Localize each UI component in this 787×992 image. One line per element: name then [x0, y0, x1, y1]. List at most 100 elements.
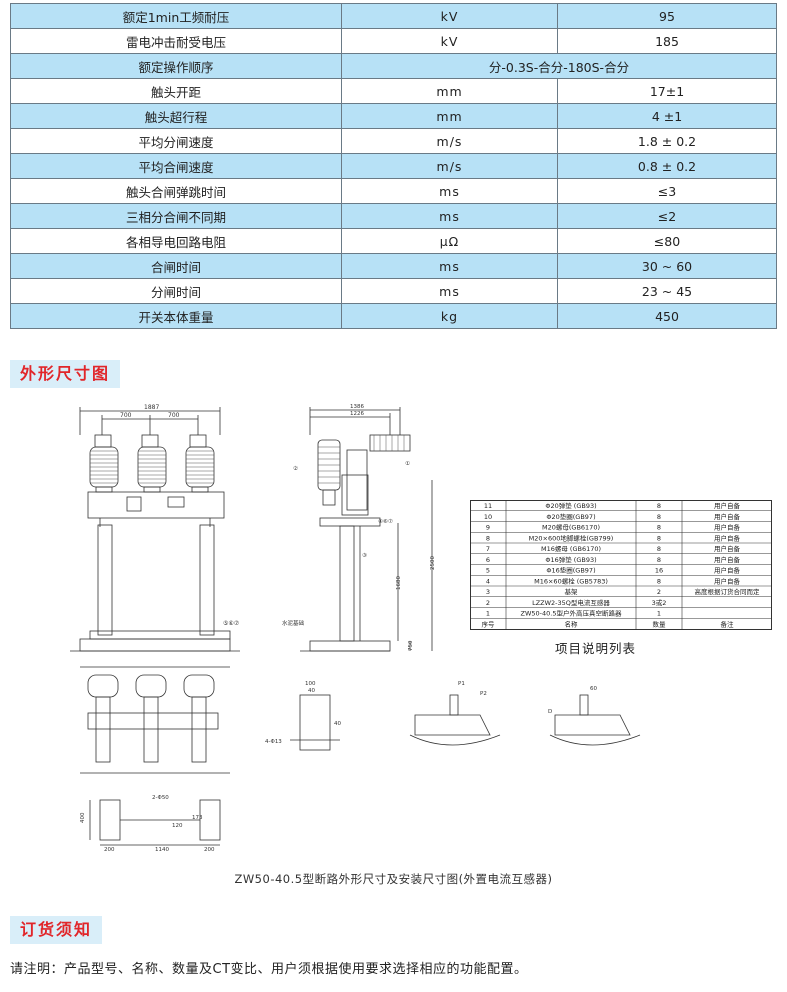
drawing-caption: ZW50-40.5型断路外形尺寸及安装尺寸图(外置电流互感器) [234, 872, 553, 886]
spec-param: 平均合闸速度 [10, 153, 342, 179]
spec-value: 185 [557, 28, 777, 54]
parts-cell: 8 [657, 513, 661, 521]
dim-plan-200a: 200 [104, 847, 115, 853]
spec-unit: kV [341, 28, 558, 54]
parts-cell: Φ20弹垫 (GB93) [545, 501, 596, 510]
spec-param: 各相导电回路电阻 [10, 228, 342, 254]
spec-unit: ms [341, 203, 558, 229]
parts-cell: 4 [486, 577, 490, 585]
parts-cell: 8 [657, 577, 661, 585]
parts-cell: 高度根据订货合同而定 [695, 587, 761, 596]
label-d: D [548, 709, 552, 715]
spec-value: 4 ±1 [557, 103, 777, 129]
spec-param: 额定操作顺序 [10, 53, 342, 79]
parts-cell: 8 [486, 534, 490, 542]
parts-cell: 数量 [653, 619, 667, 628]
dim-side-top-2: 1226 [350, 411, 364, 417]
spec-value: 1.8 ± 0.2 [557, 128, 777, 154]
parts-cell: 用户自备 [714, 555, 741, 564]
dim-plan-1140: 1140 [155, 847, 169, 853]
parts-cell: 6 [486, 556, 490, 564]
callout-1: ① [405, 461, 410, 467]
dim-side-total: 2500 [430, 556, 436, 570]
spec-param: 触头合闸弹跳时间 [10, 178, 342, 204]
parts-cell: 3 [486, 588, 490, 596]
section-title-dimensions: 外形尺寸图 [10, 360, 121, 388]
dim-side-top-1: 1386 [350, 404, 364, 410]
spec-param: 分闸时间 [10, 278, 342, 304]
dim-plan-200b: 200 [204, 847, 215, 853]
parts-cell: 8 [657, 502, 661, 510]
spec-param: 三相分合闸不同期 [10, 203, 342, 229]
spec-param: 触头超行程 [10, 103, 342, 129]
spec-param: 开关本体重量 [10, 303, 342, 329]
parts-cell: 11 [484, 502, 492, 510]
spec-value: 30 ~ 60 [557, 253, 777, 279]
parts-cell: M20螺母(GB6170) [542, 523, 600, 532]
spec-unit: kg [341, 303, 558, 329]
parts-cell: 8 [657, 556, 661, 564]
parts-cell: 1 [657, 610, 661, 618]
parts-cell: Φ16垫圈(GB97) [546, 566, 595, 575]
parts-cell: 用户自备 [714, 501, 741, 510]
parts-cell: 用户自备 [714, 523, 741, 532]
parts-cell: 序号 [482, 619, 496, 628]
order-note: 请注明：产品型号、名称、数量及CT变比、用户须根据使用要求选择相应的功能配置。 [10, 962, 528, 977]
dim-front-total: 1887 [144, 404, 159, 411]
spec-value: 95 [557, 3, 777, 29]
spec-param: 触头开距 [10, 78, 342, 104]
spec-value: 17±1 [557, 78, 777, 104]
spec-value: 23 ~ 45 [557, 278, 777, 304]
callout-467: ④⑥⑦ [378, 518, 393, 525]
dim-det-holes: 4-Φ13 [265, 739, 282, 745]
spec-value: ≤80 [557, 228, 777, 254]
callout-567: ⑤⑥⑦ [223, 620, 240, 627]
section-title-order: 订货须知 [10, 916, 103, 944]
parts-cell: 7 [486, 545, 490, 553]
label-p1: P1 [458, 681, 465, 687]
spec-row: 额定操作顺序分-0.3S-合分-180S-合分 [10, 53, 777, 79]
parts-cell: 9 [486, 524, 490, 532]
spec-value: ≤2 [557, 203, 777, 229]
label-concrete: 水泥基础 [282, 619, 305, 627]
parts-cell: M16螺母 (GB6170) [541, 544, 601, 553]
label-p2: P2 [480, 691, 487, 697]
parts-cell: 16 [655, 567, 663, 575]
callout-2: ② [293, 465, 298, 472]
parts-cell: 用户自备 [714, 544, 741, 553]
parts-cell: 用户自备 [714, 566, 741, 575]
spec-unit: m/s [341, 153, 558, 179]
spec-param: 雷电冲击耐受电压 [10, 28, 342, 54]
dim-det-100: 100 [305, 681, 316, 687]
parts-cell: 8 [657, 524, 661, 532]
spec-value: 450 [557, 303, 777, 329]
dim-plan-120: 120 [172, 823, 183, 829]
parts-cell: ZW50-40.5型户外高压真空断路器 [521, 609, 622, 618]
parts-cell: 3或2 [652, 598, 667, 607]
spec-unit: μΩ [341, 228, 558, 254]
parts-cell: LZZW2-35Q型电流互感器 [532, 598, 610, 607]
dim-front-pitch-2: 700 [168, 412, 180, 419]
dim-det-40a: 40 [308, 688, 315, 694]
spec-unit: mm [341, 103, 558, 129]
dimension-drawing: 1887 700 700 ⑤⑥⑦ 1386 1226 2500 1680 750… [70, 404, 641, 853]
spec-param: 额定1min工频耐压 [10, 3, 342, 29]
dim-side-support: 1680 [396, 576, 402, 590]
dim-det-40b: 40 [334, 721, 341, 727]
parts-cell: 用户自备 [714, 512, 741, 521]
parts-cell: M16×60螺栓 (GB5783) [534, 576, 608, 585]
parts-cell: 8 [657, 545, 661, 553]
spec-unit: ms [341, 278, 558, 304]
parts-cell: 基架 [565, 587, 579, 596]
spec-unit: mm [341, 78, 558, 104]
parts-cell: M20×600地脚螺栓(GB799) [529, 533, 614, 542]
